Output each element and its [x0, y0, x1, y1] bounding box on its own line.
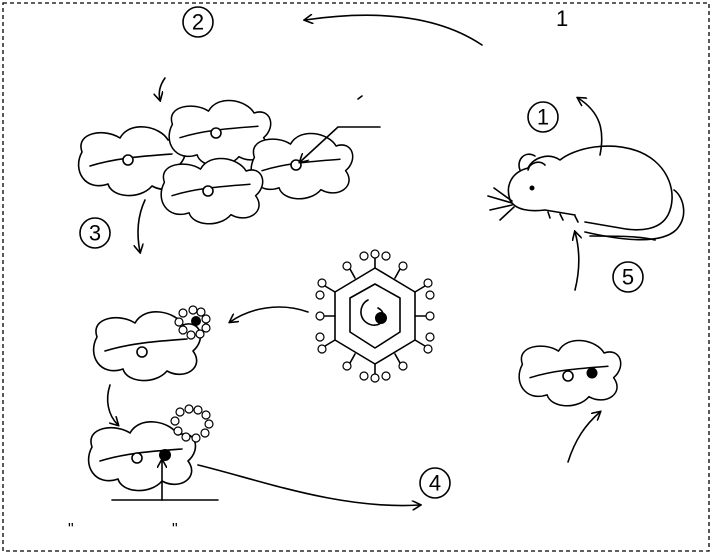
step-1-label: 1: [537, 105, 549, 130]
nucleus-icon: [562, 370, 574, 382]
nucleus-icon: [202, 185, 214, 197]
step-badge-5: 5: [612, 261, 644, 293]
mouse-eye: [529, 185, 535, 191]
quote-left: ": [68, 521, 74, 538]
infected-cell: [92, 311, 202, 382]
virus-core-dot: [375, 312, 387, 324]
arrow-from-mouse: [578, 98, 603, 156]
arrow-into-mouse: [575, 232, 579, 291]
step-badge-2: 2: [182, 6, 214, 38]
step-2-label: 2: [192, 10, 204, 35]
cluster-cell-3: [250, 132, 354, 200]
arrow-to-infection: [138, 199, 146, 252]
pointer-line: [300, 126, 381, 162]
free-virus-ring-icon: [170, 404, 214, 443]
step-badge-3: 3: [79, 217, 111, 249]
arrow-to-step-4: [197, 464, 420, 506]
integrated-dna-dot: [159, 449, 171, 461]
nucleus-icon: [136, 346, 148, 358]
cell-cluster: [77, 99, 354, 225]
quote-right: ": [172, 521, 178, 538]
arrow-to-cell-cluster: [159, 77, 166, 100]
oncogene-dot: [586, 367, 598, 379]
attached-virus-icon: [174, 305, 211, 340]
step-3-label: 3: [89, 221, 101, 246]
nucleus-icon: [122, 154, 134, 166]
step-5-label: 5: [622, 265, 634, 290]
arrow-to-integration: [106, 384, 118, 425]
step-4-label: 4: [429, 471, 441, 496]
nucleus-icon: [210, 127, 222, 139]
step-badge-4: 4: [419, 467, 451, 499]
step-badge-1: 1: [527, 101, 559, 133]
mouse-illustration: [487, 145, 685, 241]
transformed-cell: [518, 339, 622, 407]
virus-particle-icon: [315, 249, 435, 383]
arrow-mouse-to-culture: [305, 15, 483, 46]
nucleus-icon: [131, 452, 143, 464]
arrow-virus-to-cell: [230, 306, 309, 322]
stray-mark: [357, 95, 363, 100]
arrow-to-transformed-cell: [567, 412, 600, 463]
corner-label: 1: [556, 6, 568, 31]
